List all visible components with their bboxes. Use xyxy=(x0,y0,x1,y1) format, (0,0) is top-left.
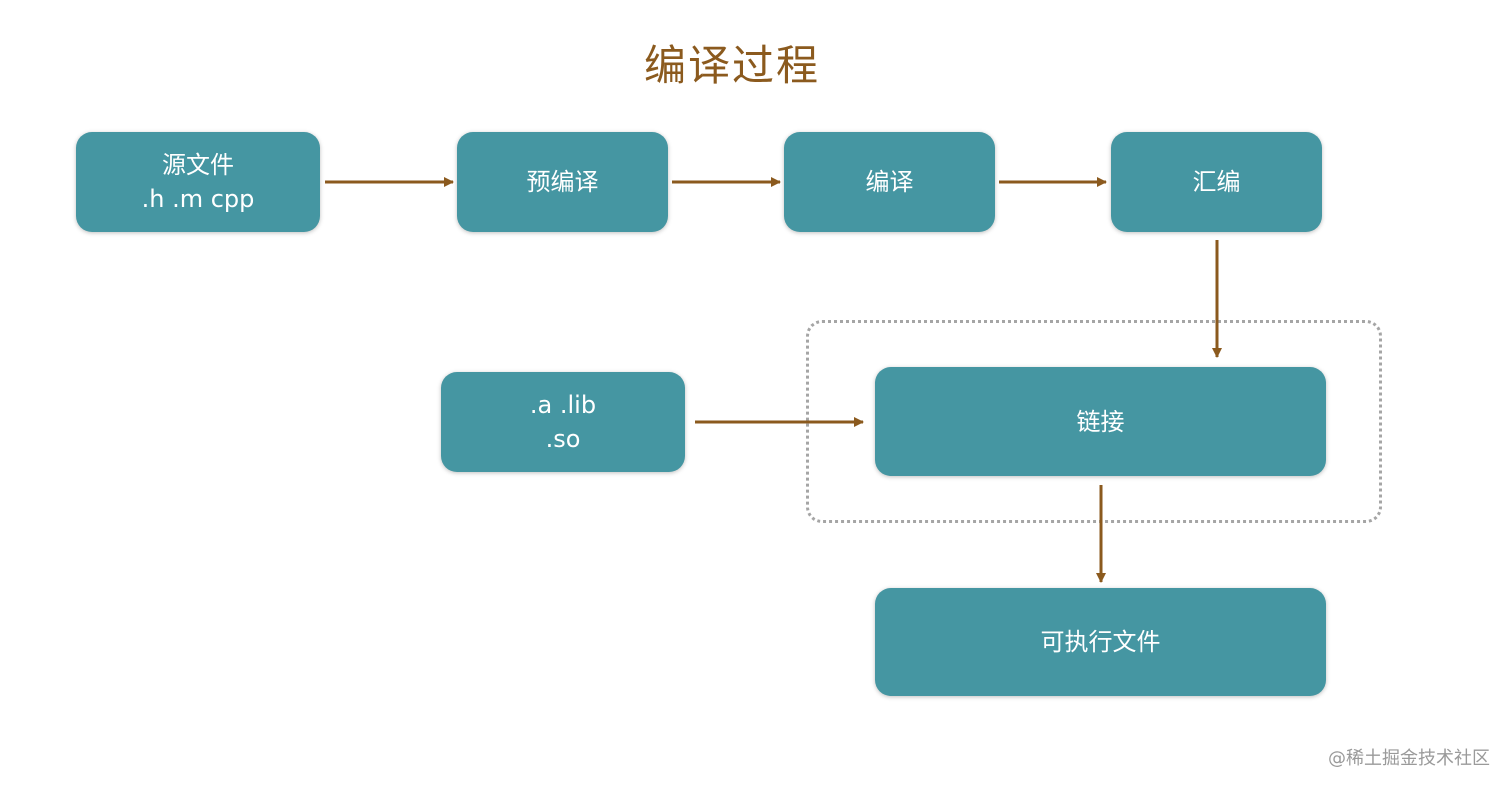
node-assemble-label: 汇编 xyxy=(1192,168,1241,196)
node-libraries-line1: .a .lib xyxy=(529,391,597,419)
node-compile: 编译 xyxy=(784,132,995,232)
diagram-title: 编译过程 xyxy=(643,41,820,90)
node-executable: 可执行文件 xyxy=(875,588,1326,696)
node-preprocess: 预编译 xyxy=(457,132,668,232)
watermark: @稀土掘金技术社区 xyxy=(1328,748,1490,769)
node-compile-label: 编译 xyxy=(865,168,914,196)
node-source-files-line1: 源文件 xyxy=(162,151,234,179)
node-source-files-line2: .h .m cpp xyxy=(141,185,255,213)
node-assemble: 汇编 xyxy=(1111,132,1322,232)
node-link: 链接 xyxy=(875,367,1326,476)
node-libraries-line2: .so xyxy=(545,425,581,453)
node-source-files: 源文件 .h .m cpp xyxy=(76,132,320,232)
node-preprocess-label: 预编译 xyxy=(526,168,599,196)
node-link-label: 链接 xyxy=(1076,407,1125,436)
node-executable-label: 可执行文件 xyxy=(1040,628,1161,656)
node-libraries: .a .lib .so xyxy=(441,372,685,472)
